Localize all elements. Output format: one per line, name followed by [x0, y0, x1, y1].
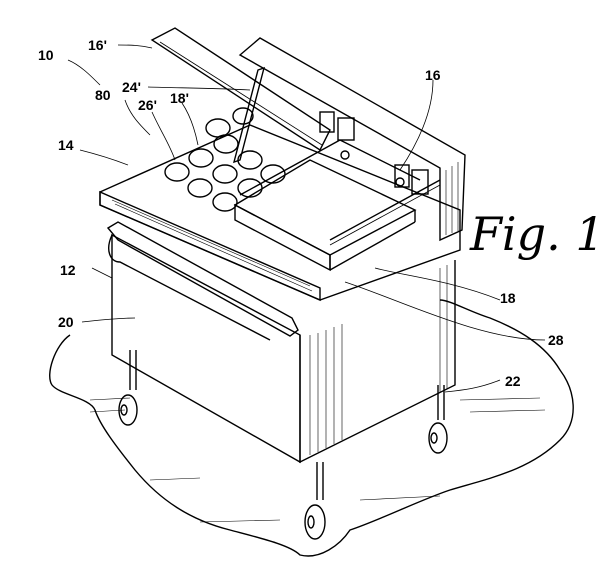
bracket-left [320, 112, 334, 132]
label-24-prime: 24' [122, 79, 141, 95]
label-20: 20 [58, 314, 74, 330]
upper-platen-open [152, 28, 330, 150]
label-18: 18 [500, 290, 516, 306]
griddle-top [100, 125, 460, 300]
label-26-prime: 26' [138, 97, 157, 113]
label-22: 22 [505, 373, 521, 389]
label-10: 10 [38, 47, 54, 63]
label-16: 16 [425, 67, 441, 83]
lower-platen-edge [235, 205, 330, 270]
patties [165, 108, 285, 211]
lower-platen [235, 160, 415, 255]
lift-arm [234, 68, 264, 162]
label-12: 12 [60, 262, 76, 278]
cabinet-side [300, 260, 455, 462]
back-panel-hatching [446, 162, 458, 235]
caster-front-right [305, 462, 325, 539]
drawer-handle [109, 235, 270, 340]
bracket-mid [338, 118, 354, 140]
label-80: 80 [95, 87, 111, 103]
guide-rod-front [330, 180, 440, 240]
label-16-prime: 16' [88, 37, 107, 53]
label-28: 28 [548, 332, 564, 348]
caster-rear-right [429, 385, 447, 453]
floor-outline [50, 300, 573, 556]
figure-title: Fig. 1 [469, 207, 600, 261]
cabinet-side-hatching [310, 265, 447, 455]
cabinet-front [112, 235, 300, 462]
label-14: 14 [58, 137, 74, 153]
label-18-prime: 18' [170, 90, 189, 106]
floor-hatching [90, 398, 545, 522]
